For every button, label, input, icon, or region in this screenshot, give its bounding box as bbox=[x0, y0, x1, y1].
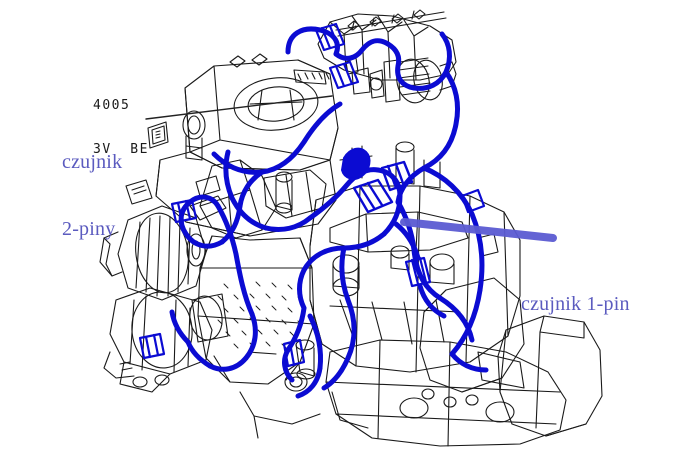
intake-manifold bbox=[317, 9, 457, 81]
connector-alternator bbox=[170, 198, 198, 224]
connector-starter bbox=[138, 332, 166, 360]
transmission-housing bbox=[325, 339, 567, 447]
connector-top-2 bbox=[328, 60, 360, 90]
starter-motor bbox=[103, 287, 229, 393]
misc-hardware bbox=[125, 141, 499, 439]
part-code-block: 4005 3V BE bbox=[93, 70, 149, 186]
connector-sump-sensor bbox=[282, 338, 306, 368]
engine-block-right bbox=[309, 185, 525, 408]
part-code-number: 4005 bbox=[93, 98, 131, 114]
annotation-sensor-1pin: czujnik 1-pin bbox=[521, 248, 630, 360]
wiring-harness bbox=[138, 22, 489, 399]
oil-pan bbox=[197, 235, 315, 385]
engine-line-art bbox=[99, 9, 603, 447]
sensor-1pin-body bbox=[352, 160, 414, 214]
right-side-cover bbox=[497, 315, 603, 437]
annotation-sensor-2pin: czujnik 2-piny bbox=[62, 106, 122, 285]
connector-top-1 bbox=[314, 22, 346, 52]
valve-cover bbox=[147, 53, 339, 171]
connector-rear-right bbox=[460, 188, 486, 214]
pointer-line-1pin bbox=[400, 218, 557, 242]
annotation-sensor-2pin-line2: 2-piny bbox=[62, 217, 116, 240]
annotation-sensor-2pin-line1: czujnik bbox=[62, 150, 123, 173]
annotation-sensor-1pin-line1: czujnik 1-pin bbox=[521, 292, 630, 315]
part-code-variant: 3V BE bbox=[93, 141, 149, 157]
pointer-line-2pin bbox=[145, 95, 333, 120]
